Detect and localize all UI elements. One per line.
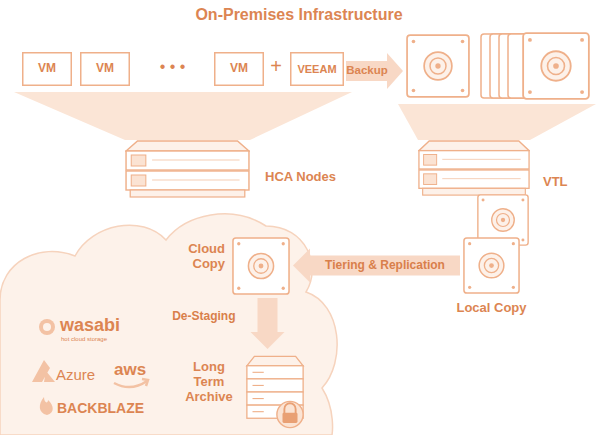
node-icon [464, 238, 519, 293]
logo-text: Azure [56, 366, 116, 383]
diagram-title: On-Premises Infrastructure [0, 6, 598, 24]
box-outline [23, 53, 72, 86]
node-shape [463, 237, 520, 294]
node-label: VTL [543, 175, 588, 190]
arrow-label: Backup [342, 64, 392, 77]
backblaze-flame [40, 397, 53, 415]
cloud-copy-tape: Cloud Copy [232, 237, 290, 295]
tape-cartridge [407, 35, 469, 97]
node-shape [232, 237, 290, 295]
node-text: VEEAM [290, 52, 344, 86]
vtl-server: VTL [418, 140, 530, 250]
node-text: VM [80, 52, 130, 86]
logo-text: BACKBLAZE [57, 400, 167, 416]
vm-box: VM [80, 52, 130, 86]
node-label: Cloud Copy [175, 242, 225, 272]
server-chassis [419, 141, 529, 195]
node-label: HCA Nodes [265, 170, 355, 185]
local-copy-tape: Local Copy [463, 237, 520, 294]
plus-sign: + [264, 55, 288, 78]
node-icon [247, 356, 303, 427]
wasabi-icon [39, 319, 55, 335]
arrow-head [251, 332, 285, 349]
node-label: Long Term Archive [179, 360, 239, 405]
node-text: VM [214, 52, 264, 86]
arrow-body [310, 256, 460, 276]
node-text: VM [22, 52, 72, 86]
logo-text: wasabi [60, 315, 140, 336]
ellipsis: • • • [140, 58, 205, 76]
veeam-box: VEEAM [290, 52, 344, 86]
azure-icon [32, 360, 55, 382]
logo-tagline: hot cloud storage [61, 336, 131, 343]
block-arrow [251, 298, 285, 349]
cloud-region [0, 214, 337, 435]
arrow-label: Tiering & Replication [322, 258, 448, 274]
arrow-body [258, 298, 278, 332]
node-icon [126, 141, 249, 197]
node-shape [245, 352, 305, 432]
arrow-head [293, 249, 310, 283]
node-label: Local Copy [438, 301, 545, 316]
tape-stack [481, 33, 589, 99]
box-outline [215, 53, 264, 86]
vm-box: VM [22, 52, 72, 86]
funnel [398, 104, 596, 140]
node-shape [418, 140, 530, 250]
funnel [14, 92, 352, 140]
block-arrow [293, 249, 460, 283]
vm-box: VM [214, 52, 264, 86]
hca-server: HCA Nodes [125, 140, 250, 200]
node-shape [125, 140, 250, 200]
arrow-label: De-Staging [156, 310, 236, 324]
archive-stack: Long Term Archive [245, 352, 305, 432]
box-outline [291, 53, 344, 86]
node-icon [233, 238, 289, 294]
aws-smile [114, 379, 148, 387]
logo-text: aws [114, 360, 154, 380]
box-outline [81, 53, 130, 86]
